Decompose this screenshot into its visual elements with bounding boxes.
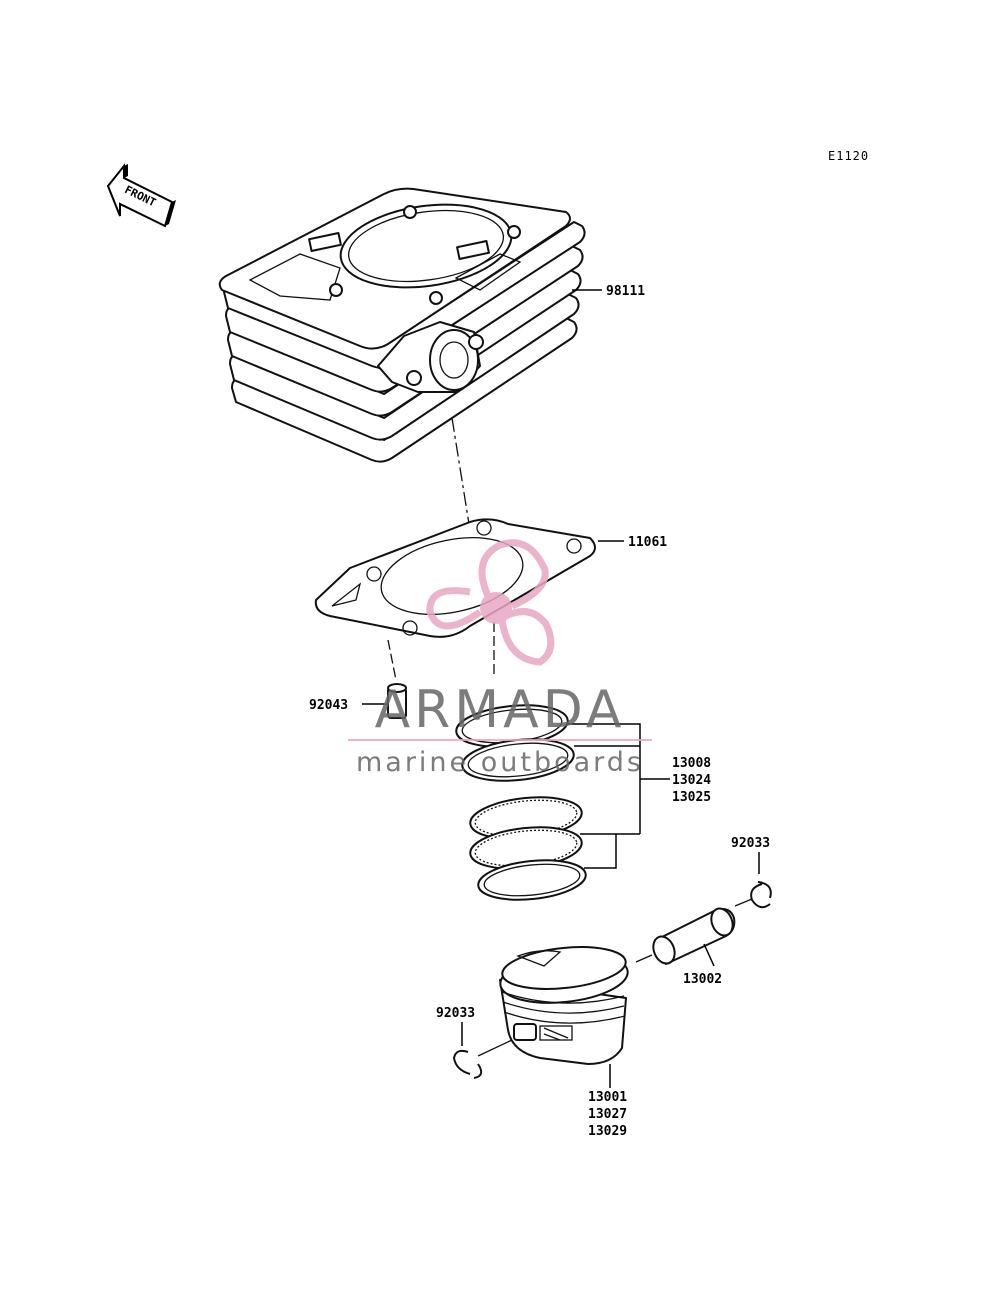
diagram-code: E1120 xyxy=(828,149,869,163)
label-clip-left: 92033 xyxy=(436,1006,475,1021)
piston-pin xyxy=(652,907,736,965)
watermark-brand: ARMADA xyxy=(375,680,626,740)
cylinder-block xyxy=(218,187,586,463)
piston-ring-set xyxy=(455,704,587,901)
armada-watermark: ARMADA marine outboards xyxy=(348,539,652,778)
dowel-pin xyxy=(387,683,407,719)
label-ring-1: 13008 xyxy=(672,756,711,771)
label-dowel: 92043 xyxy=(309,698,348,713)
circlip-right xyxy=(750,881,772,909)
label-piston-1: 13001 xyxy=(588,1090,627,1105)
label-piston-3: 13029 xyxy=(588,1124,627,1139)
label-gasket: 11061 xyxy=(628,535,667,550)
label-cylinder: 98111 xyxy=(606,284,645,299)
circlip-left xyxy=(453,1049,483,1079)
watermark-tagline: marine outboards xyxy=(356,747,644,778)
label-piston-2: 13027 xyxy=(588,1107,627,1122)
propeller-logo-icon xyxy=(426,539,555,666)
label-ring-2: 13024 xyxy=(672,773,711,788)
propeller-hub-icon xyxy=(480,592,512,624)
piston xyxy=(499,946,629,1065)
front-arrow-icon: FRONT xyxy=(106,163,176,228)
label-pin: 13002 xyxy=(683,972,722,987)
label-clip-right: 92033 xyxy=(731,836,770,851)
cylinder-head-gasket xyxy=(314,518,596,638)
label-ring-3: 13025 xyxy=(672,790,711,805)
